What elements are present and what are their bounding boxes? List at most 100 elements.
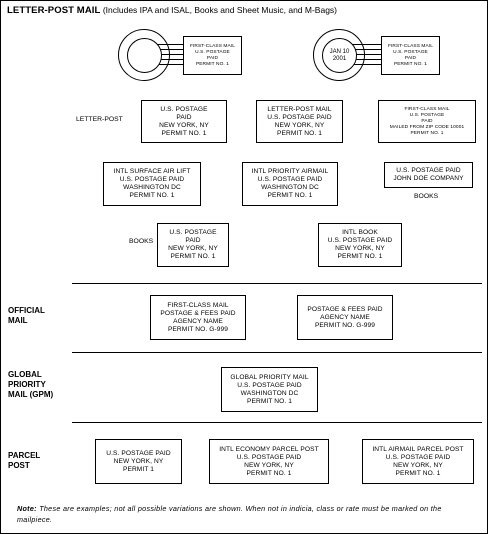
indicia-line: PERMIT NO. 1 [267,192,313,199]
indicia-line: U.S. POSTAGE PAID [327,237,393,244]
indicia-line: PERMIT NO. 1 [395,469,441,477]
section-label-line: POST [8,461,30,470]
indicia-line: FIRST-CLASS MAIL [189,43,236,49]
indicia-line: POSTAGE & FEES PAID [307,305,383,313]
indicia-line: INTL ECONOMY PARCEL POST [219,445,319,453]
indicia-line: U.S. POSTAGE [169,229,217,236]
section-label-line: MAIL [8,316,28,325]
note-text: These are examples; not all possible var… [17,504,442,524]
indicia-line: JOHN DOE COMPANY [393,175,464,182]
indicia-line: AGENCY NAME [173,317,223,325]
indicia-line: U.S. POSTAGE [409,112,445,118]
indicia-line: PAID [206,55,219,61]
indicia-line: U.S. POSTAGE PAID [237,381,302,389]
indicia-line: PERMIT NO. G-999 [314,321,376,329]
indicia-line: WASHINGTON DC [240,389,299,397]
note-lead: Note: [17,504,37,513]
indicia-line: INTL AIRMAIL PARCEL POST [372,445,464,453]
indicia-line: NEW YORK, NY [159,121,209,129]
indicia-line: U.S. POSTAGE [195,49,230,55]
section-divider [72,283,482,284]
indicia-line: INTL BOOK [342,229,378,236]
section-divider [72,352,482,353]
indicia-line: PAID [176,113,192,121]
indicia-line: NEW YORK, NY [335,245,385,252]
postmark-center [127,38,162,73]
header-title: LETTER-POST MAIL [7,5,101,16]
indicia-line: INTL SURFACE AIR LIFT [113,168,191,175]
indicia-line: PAID [404,55,417,61]
indicia-line: POSTAGE & FEES PAID [160,309,236,317]
books-label: BOOKS [129,238,154,245]
postmark-circle [118,29,170,81]
indicia-line: U.S. POSTAGE PAID [236,453,302,461]
indicia-line: PERMIT NO. 1 [129,192,175,199]
indicia-line: FIRST-CLASS MAIL [167,301,229,309]
page-header: LETTER-POST MAIL (Includes IPA and ISAL,… [7,5,337,16]
indicia-line: PAID [421,118,433,124]
indicia-line: U.S. POSTAGE PAID [257,176,323,183]
indicia-line: MAILED FROM ZIP CODE 10001 [389,124,465,130]
footnote: Note: These are examples; not all possib… [17,503,472,525]
section-divider [72,422,482,423]
section-label-line: PRIORITY [8,380,46,389]
section-label-line: OFFICIAL [8,306,45,315]
indicia-line: U.S. POSTAGE PAID [267,113,332,121]
indicia-line: U.S. POSTAGE [393,49,428,55]
postmark-date: JAN 10 2001 [322,38,357,73]
section-label-line: PARCEL [8,451,41,460]
indicia-line: U.S. POSTAGE PAID [119,176,185,183]
indicia-line: PERMIT NO. 1 [393,61,428,67]
indicia-line: PERMIT NO. 1 [161,129,207,137]
indicia-line: WASHINGTON DC [123,184,181,191]
indicia-line: PERMIT NO. 1 [195,61,230,67]
indicia-line: FIRST-CLASS MAIL [387,43,434,49]
indicia-line: PERMIT NO. 1 [410,130,444,136]
indicia-line: PERMIT NO. G-999 [167,325,229,333]
indicia-line: LETTER-POST MAIL [267,105,332,113]
indicia-line: NEW YORK, NY [244,461,294,469]
indicia-line: FIRST-CLASS MAIL [404,106,450,112]
books-label: BOOKS [414,193,439,200]
indicia-line: U.S. POSTAGE PAID [106,449,171,457]
indicia-line: PERMIT NO. 1 [276,129,323,137]
indicia-line: PAID [185,237,201,244]
indicia-line: PERMIT NO. 1 [337,253,383,260]
indicia-line: GLOBAL PRIORITY MAIL [230,373,309,381]
indicia-line: PERMIT 1 [122,465,155,473]
indicia-line: NEW YORK, NY [393,461,443,469]
postmark-circle: JAN 10 2001 [313,29,365,81]
indicia-line: AGENCY NAME [320,313,370,321]
indicia-line: PERMIT NO. 1 [170,253,216,260]
indicia-line: INTL PRIORITY AIRMAIL [251,168,329,175]
header-subtitle: (Includes IPA and ISAL, Books and Sheet … [102,5,338,15]
letter-post-label: LETTER-POST [76,116,123,123]
indicia-line: PERMIT NO. 1 [246,397,293,405]
indicia-line: WASHINGTON DC [261,184,319,191]
indicia-line: NEW YORK, NY [113,457,164,465]
indicia-line: U.S. POSTAGE PAID [396,167,461,174]
indicia-line: NEW YORK, NY [168,245,218,252]
section-label-line: GLOBAL [8,370,42,379]
indicia-line: NEW YORK, NY [274,121,325,129]
indicia-line: U.S. POSTAGE PAID [385,453,451,461]
